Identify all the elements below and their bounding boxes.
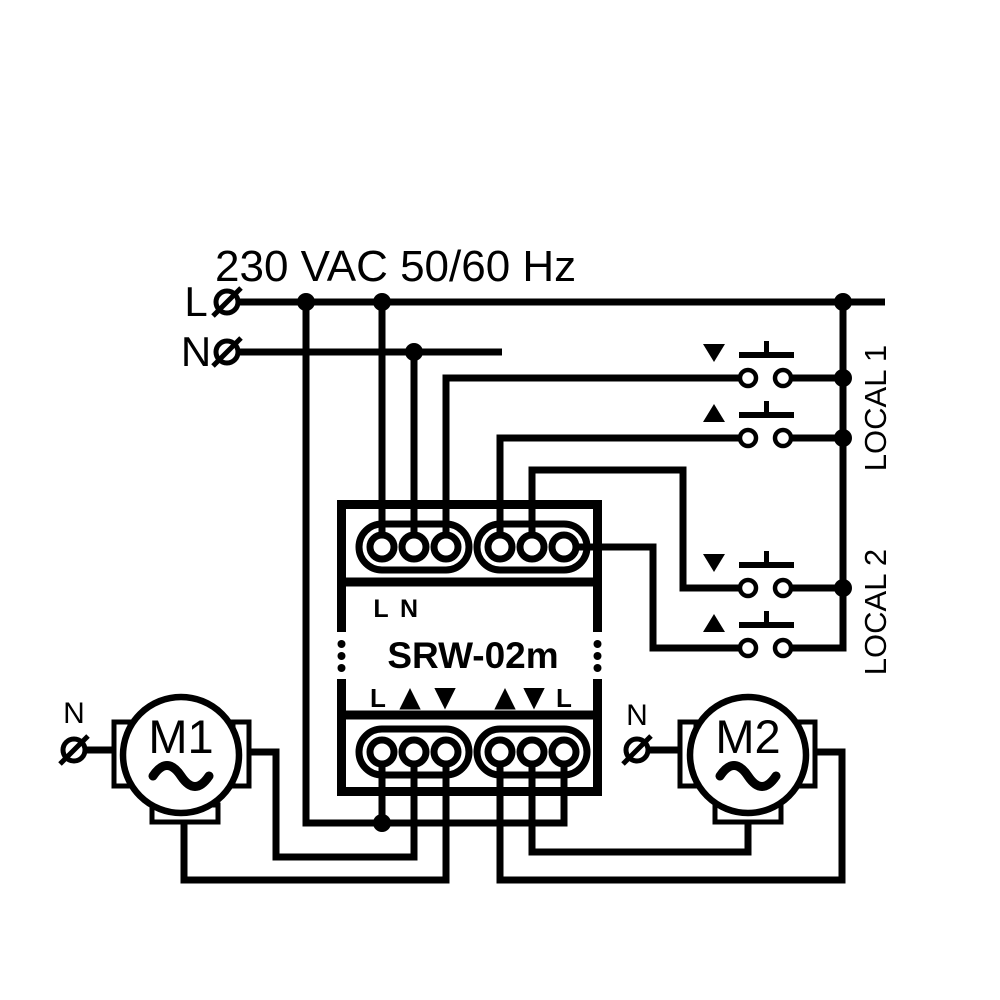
contact-terminal: [737, 367, 759, 389]
wire-l-distribution: [302, 302, 568, 827]
junction-dot: [834, 429, 852, 447]
labels: 230 VAC 50/60 Hz L N L N SRW-02m L ▲ ▼ ▲…: [181, 242, 576, 713]
motor-m1: M1 N: [58, 693, 252, 825]
terminal-bottom-down1: [430, 736, 462, 768]
motor-body: [686, 693, 810, 817]
contact-terminal: [737, 637, 759, 659]
terminal-top-l: [366, 531, 398, 563]
pushbutton-local1-up: [703, 401, 794, 449]
device-bottom-terminal-label: ▼: [434, 680, 456, 713]
contact-terminal: [772, 427, 794, 449]
din-clip-dot: [593, 640, 602, 648]
terminal-top-input: [484, 531, 516, 563]
junction-dot: [373, 293, 391, 311]
contact-terminal: [772, 367, 794, 389]
terminal-bottom-up1: [398, 736, 430, 768]
up-arrow-icon: [703, 614, 725, 632]
device-bottom-terminal-label: L: [556, 683, 572, 713]
wire-m2-up: [496, 748, 846, 884]
wire-switch-bus: [790, 302, 847, 652]
l-screw-terminal-icon: [211, 286, 243, 318]
local2-label: LOCAL 2: [858, 549, 893, 675]
device-model-label: SRW-02m: [387, 635, 558, 676]
junction-dot: [834, 369, 852, 387]
junction-dots: [297, 293, 852, 832]
terminal-top-input: [430, 531, 462, 563]
device-bottom-terminal-label: ▼: [523, 680, 545, 713]
contact-terminal: [737, 577, 759, 599]
pushbutton-local1-down: [703, 341, 794, 389]
wire-local2-up-input: [564, 543, 741, 652]
device-terminals: [366, 531, 580, 768]
device-bottom-terminal-label: ▲: [399, 680, 421, 713]
terminal-top-input: [516, 531, 548, 563]
terminal-top-n: [398, 531, 430, 563]
din-clip-dot: [593, 652, 602, 660]
contact-terminal: [772, 637, 794, 659]
ac-sine-icon: [715, 761, 781, 791]
wire-local1-down-input: [442, 374, 741, 547]
wire-m1-down: [180, 752, 450, 884]
m1-neutral-label: N: [63, 697, 85, 730]
wire-local2-down-input: [528, 466, 741, 592]
switch-group-local1: LOCAL 1: [703, 341, 893, 471]
line-label: L: [184, 278, 207, 325]
motor-body: [119, 693, 243, 817]
motor-m1-label: M1: [148, 710, 213, 763]
pushbutton-local2-up: [703, 611, 794, 659]
m2-neutral-screw-terminal-icon: [621, 734, 653, 766]
device-top-terminal-label-n: N: [400, 595, 418, 623]
junction-dot: [834, 293, 852, 311]
junction-dot: [834, 579, 852, 597]
terminal-bottom-l1: [366, 736, 398, 768]
din-clip-dot: [337, 664, 346, 672]
contact-terminal: [772, 577, 794, 599]
terminal-top-input: [548, 531, 580, 563]
m1-neutral-screw-terminal-icon: [58, 734, 90, 766]
device-top-terminal-label-l: L: [373, 595, 388, 623]
din-clip-dot: [337, 640, 346, 648]
pushbutton-local2-down: [703, 551, 794, 599]
junction-dot: [297, 293, 315, 311]
motor-m2-label: M2: [715, 710, 780, 763]
terminal-bottom-down2: [516, 736, 548, 768]
n-screw-terminal-icon: [211, 336, 243, 368]
device-bottom-terminal-label: L: [370, 683, 386, 713]
neutral-label: N: [181, 328, 211, 375]
terminal-bottom-l2: [548, 736, 580, 768]
terminal-bottom-up2: [484, 736, 516, 768]
local1-label: LOCAL 1: [858, 345, 893, 471]
din-clip-dot: [593, 664, 602, 672]
switch-group-local2: LOCAL 2: [703, 549, 893, 675]
m2-neutral-label: N: [626, 699, 648, 732]
contact-terminal: [737, 427, 759, 449]
junction-dot: [373, 814, 391, 832]
up-arrow-icon: [703, 404, 725, 422]
din-clip-dot: [337, 652, 346, 660]
down-arrow-icon: [703, 344, 725, 362]
supply-voltage-title: 230 VAC 50/60 Hz: [215, 242, 576, 291]
down-arrow-icon: [703, 554, 725, 572]
motor-m2: M2 N: [621, 693, 818, 825]
wire-m2-down: [528, 752, 752, 856]
junction-dot: [405, 343, 423, 361]
ac-sine-icon: [148, 761, 214, 791]
wire-m1-up: [246, 748, 418, 861]
wire-local1-up-input: [496, 434, 741, 547]
device-bottom-terminal-label: ▲: [494, 680, 516, 713]
supply-terminals: [211, 286, 243, 368]
